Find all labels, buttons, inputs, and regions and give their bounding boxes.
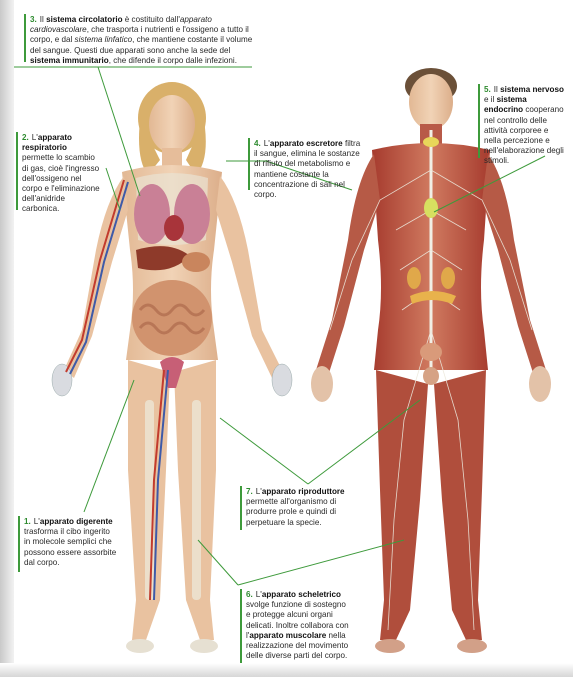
caption-7-accent [240,486,242,530]
caption-1-accent [18,516,20,572]
caption-nervous-endocrine: 5.Il sistema nervoso e il sistema endocr… [484,85,566,167]
caption-skeletal-muscular: 6.L'apparato scheletrico svolge funzione… [246,590,352,661]
caption-circulatory: 3.Il sistema circolatorio è costituito d… [30,15,262,66]
caption-2-accent [16,132,18,210]
caption-digestive: 1.L'apparato digerente trasforma il cibo… [24,517,118,568]
caption-4-accent [248,138,250,190]
page-bottom-shadow [0,663,573,677]
caption-reproductive: 7.L'apparato riproduttore permette all'o… [246,487,364,528]
caption-3-accent [24,14,26,62]
caption-5-accent [478,84,480,158]
caption-respiratory: 2.L'apparato respiratorio permette lo sc… [22,133,100,215]
caption-6-accent [240,589,242,667]
caption-excretory: 4.L'apparato escretore filtra il sangue,… [254,139,366,200]
